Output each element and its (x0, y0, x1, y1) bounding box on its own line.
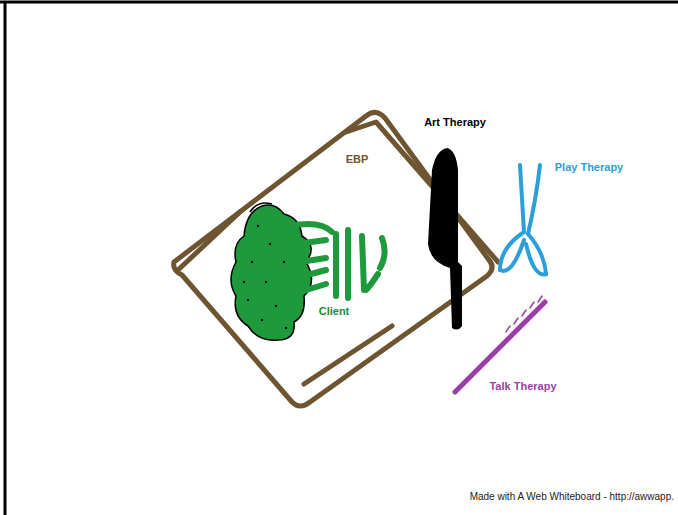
broccoli-label: Client (319, 305, 350, 318)
board-label: EBP (346, 153, 369, 166)
footer-note: Made with A Web Whiteboard - http://awwa… (470, 491, 674, 503)
scissors-label: Play Therapy (555, 161, 623, 174)
peeler-label: Talk Therapy (489, 380, 556, 393)
knife (428, 148, 462, 330)
cutting-board (174, 112, 498, 406)
broccoli (231, 203, 385, 340)
knife-label: Art Therapy (424, 116, 486, 129)
peeler (455, 296, 545, 392)
scissors (500, 165, 546, 274)
